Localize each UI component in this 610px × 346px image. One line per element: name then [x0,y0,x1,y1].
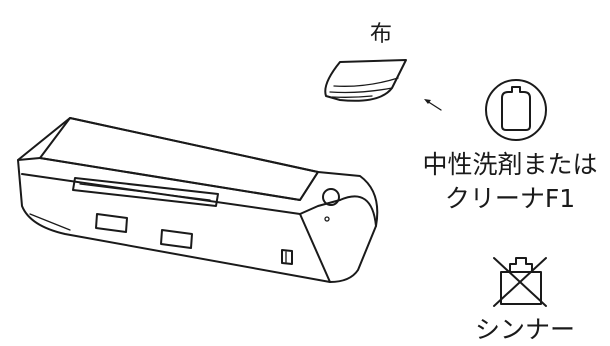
detergent-bottle-icon [485,79,547,141]
scanner-illustration [17,117,379,283]
neutral-detergent-label-line1: 中性洗剤または [422,150,598,179]
neutral-detergent-label-line2: クリーナF1 [444,184,576,213]
cloth-label: 布 [369,22,392,47]
cloth-icon [324,59,407,102]
arrow-icon [424,99,442,111]
thinner-label: シンナー [474,315,575,344]
prohibited-thinner-icon [493,257,547,307]
neutral-detergent-label: 中性洗剤または クリーナF1 [410,148,610,216]
